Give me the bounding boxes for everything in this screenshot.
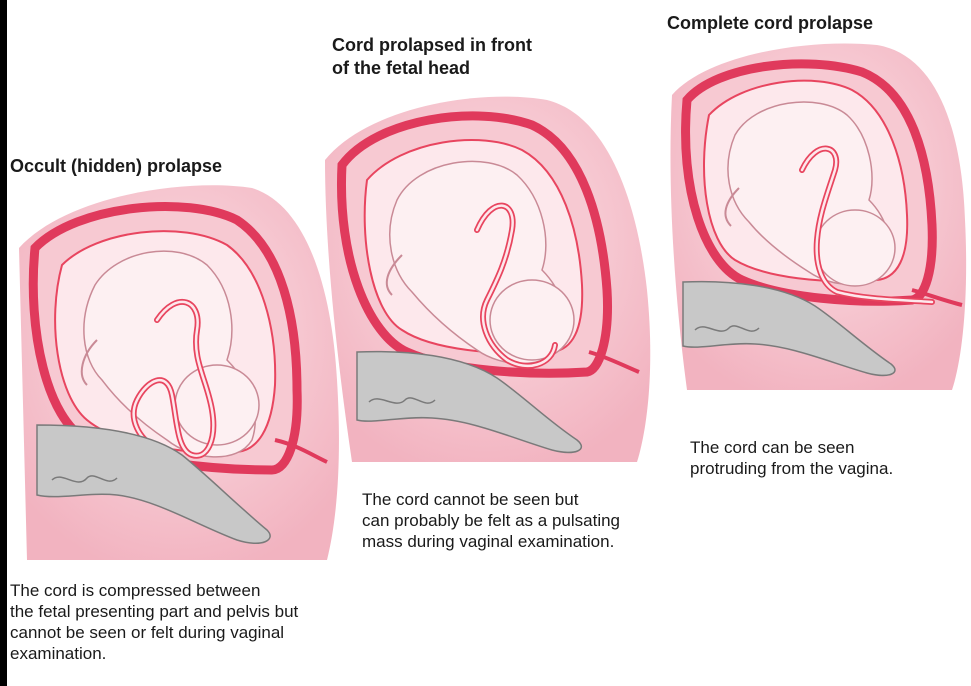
panel-1-caption-line-2: the fetal presenting part and pelvis but — [10, 601, 298, 622]
panel-2-caption-line-2: can probably be felt as a pulsating — [362, 510, 620, 531]
panel-1-title: Occult (hidden) prolapse — [10, 155, 222, 178]
figure-panel: Occult (hidden) prolapse Cord prolapsed … — [7, 0, 971, 686]
occult-prolapse-illustration — [19, 185, 339, 560]
panel-2-title-line-1: Cord prolapsed in front — [332, 34, 532, 57]
panel-1-caption-line-4: examination. — [10, 643, 298, 664]
panel-3-title-line: Complete cord prolapse — [667, 13, 873, 33]
cord-in-front-illustration — [325, 97, 650, 462]
panel-2-caption: The cord cannot be seen but can probably… — [362, 489, 620, 552]
panel-2-title: Cord prolapsed in front of the fetal hea… — [332, 34, 532, 80]
fetal-head — [175, 365, 259, 445]
complete-prolapse-illustration — [670, 43, 966, 390]
panel-2-caption-line-3: mass during vaginal examination. — [362, 531, 620, 552]
fetal-head — [490, 280, 574, 360]
panel-3-caption-line-1: The cord can be seen — [690, 437, 893, 458]
panel-3-title: Complete cord prolapse — [667, 12, 873, 35]
panel-1-caption-line-1: The cord is compressed between — [10, 580, 298, 601]
panel-3-caption-line-2: protruding from the vagina. — [690, 458, 893, 479]
panel-2-caption-line-1: The cord cannot be seen but — [362, 489, 620, 510]
fetal-head — [815, 210, 895, 286]
panel-3-caption: The cord can be seen protruding from the… — [690, 437, 893, 479]
panel-1-title-line: Occult (hidden) prolapse — [10, 156, 222, 176]
panel-2-title-line-2: of the fetal head — [332, 57, 532, 80]
panel-1-caption-line-3: cannot be seen or felt during vaginal — [10, 622, 298, 643]
panel-1-caption: The cord is compressed between the fetal… — [10, 580, 298, 664]
